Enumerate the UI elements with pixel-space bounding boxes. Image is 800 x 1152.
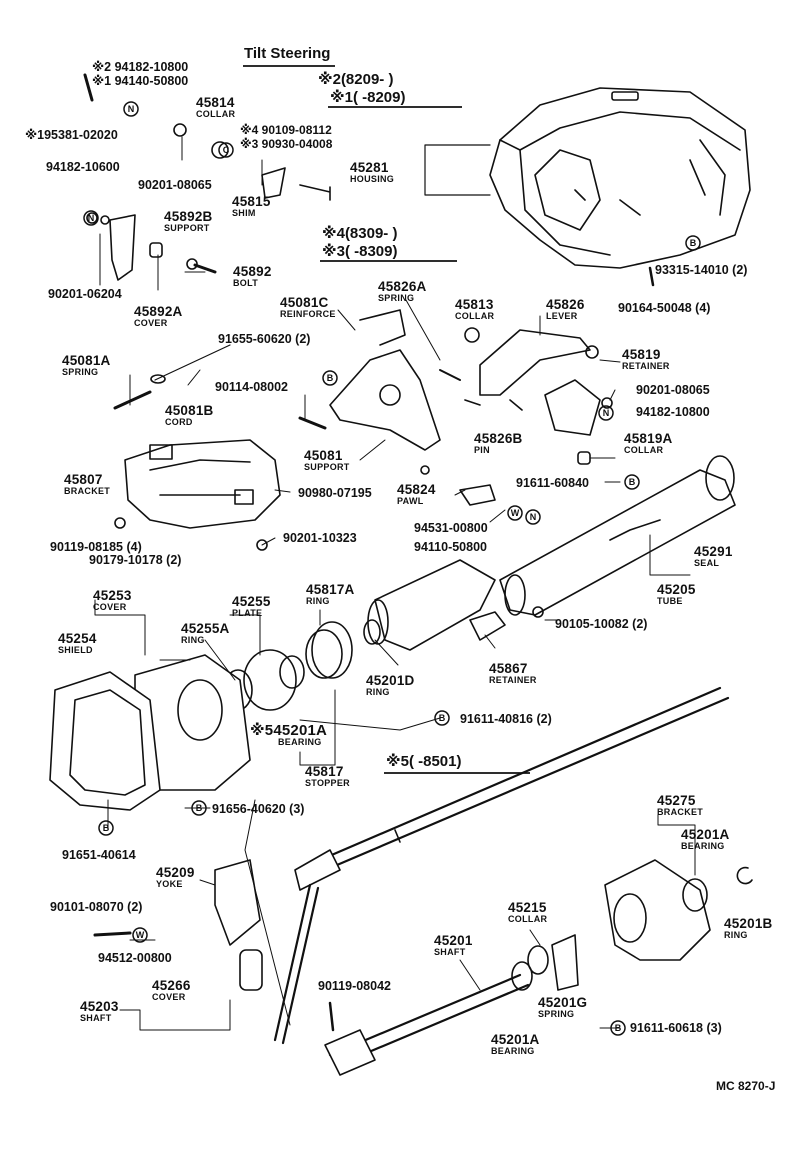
callout: 91611-60840 [516,476,589,490]
callout: ※195381-02020 [25,128,118,142]
callout: 91611-60618 (3) [630,1021,722,1035]
note-5: ※5( -8501) [386,753,462,770]
svg-text:B: B [196,803,203,813]
callout: 94531-00800 [414,521,488,535]
svg-text:N: N [128,104,135,114]
callout: 94110-50800 [414,540,487,554]
callout: 90119-08042 [318,979,391,993]
svg-text:B: B [327,373,334,383]
callout: 91651-40614 [62,848,136,862]
note-2: ※2(8209- ) [318,71,394,88]
callout: 93315-14010 (2) [655,263,748,277]
svg-text:W: W [511,508,520,518]
bracket-45807-part [124,439,281,529]
callout: ※3 90930-04008 [240,137,333,151]
callout: 90105-10082 (2) [555,617,648,631]
callout: 90119-08185 (4) [50,540,142,554]
svg-text:B: B [629,477,636,487]
svg-text:N: N [530,512,537,522]
svg-text:B: B [690,238,697,248]
callout: 90201-08065 [138,178,212,192]
note-3: ※3( -8309) [322,243,398,260]
svg-text:N: N [603,408,610,418]
svg-text:B: B [103,823,110,833]
callout: 91655-60620 (2) [218,332,311,346]
svg-text:C: C [223,145,230,155]
callout: 90179-10178 (2) [89,553,182,567]
callout: 94512-00800 [98,951,172,965]
leader-lines [94,136,696,1031]
note-4: ※4(8309- ) [322,225,398,242]
callout: 90101-08070 (2) [50,900,143,914]
callout: 94182-10800 [636,405,710,419]
callout: 90201-10323 [283,531,357,545]
callout: 94182-10600 [46,160,120,174]
callout: ※2 94182-10800 [92,60,189,74]
callout: ※1 94140-50800 [92,74,189,88]
svg-text:W: W [136,930,145,940]
support-45081-part [329,309,441,451]
bracket-45275-part [604,859,711,961]
svg-text:N: N [88,213,95,223]
note-1: ※1( -8209) [330,89,406,106]
callout: 90114-08002 [215,380,288,394]
callout: 90201-06204 [48,287,122,301]
svg-text:B: B [439,713,446,723]
diagram-title: Tilt Steering [244,45,331,62]
callout: 91611-40816 (2) [460,712,552,726]
callout: 90201-08065 [636,383,710,397]
svg-text:B: B [615,1023,622,1033]
tube-45205-part [499,455,736,616]
callout: 90164-50048 (4) [618,301,711,315]
callout: 90980-07195 [298,486,372,500]
drawing-code: MC 8270-J [716,1079,776,1093]
housing-part [489,87,751,269]
callout: 91656-40620 (3) [212,802,305,816]
callout: ※4 90109-08112 [240,123,332,137]
